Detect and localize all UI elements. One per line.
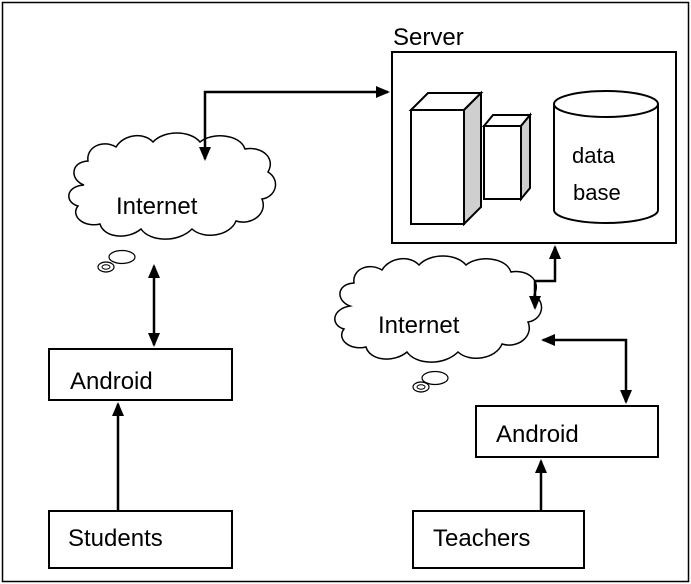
- android-left-label: Android: [70, 368, 153, 395]
- database-cylinder-icon: [553, 90, 659, 224]
- cloud-tail-left: [97, 249, 136, 273]
- database-label-line1: data: [572, 143, 615, 168]
- students-label: Students: [68, 525, 163, 552]
- server-label: Server: [393, 24, 464, 51]
- teachers-box: [412, 510, 585, 569]
- database-label-line2: base: [573, 180, 621, 205]
- server-tower-small-icon: [481, 112, 533, 202]
- arrow-internet-right-android: [541, 334, 632, 404]
- teachers-label: Teachers: [433, 525, 531, 552]
- internet-cloud-right-icon: [334, 255, 543, 363]
- internet-right-label: Internet: [378, 312, 460, 339]
- android-right-label: Android: [496, 421, 579, 448]
- internet-left-label: Internet: [116, 193, 198, 220]
- server-tower-large-icon: [408, 90, 484, 227]
- android-box-right: [475, 405, 659, 458]
- cloud-tail-right: [412, 370, 449, 393]
- arrow-server-internet-right: [529, 245, 561, 310]
- arrow-internet-left-server: [199, 86, 390, 161]
- android-box-left: [48, 348, 233, 401]
- internet-cloud-left-icon: [68, 132, 277, 240]
- students-box: [48, 510, 233, 569]
